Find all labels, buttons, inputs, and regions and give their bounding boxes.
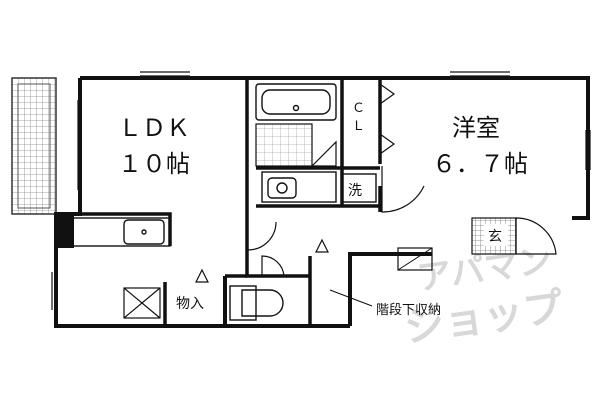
shoe-box-line: [397, 247, 433, 271]
entrance-door: [515, 217, 557, 255]
refrigerator: [56, 214, 74, 248]
closet: [379, 83, 396, 155]
entrance-label: 玄: [488, 228, 502, 245]
closet-label-c: Ｃ: [352, 101, 365, 116]
washer-space: [341, 173, 377, 203]
bathtub: [255, 83, 337, 121]
western-door: [381, 166, 425, 213]
ldk-size: １０帖: [118, 150, 190, 178]
stair-marker: [315, 238, 329, 253]
interior-walls: [56, 78, 382, 326]
toilet-door: [261, 255, 285, 277]
storage-label: 物入: [176, 296, 204, 312]
leader-line: [329, 289, 373, 307]
bath-floor-tile: [255, 123, 313, 167]
toilet: [229, 285, 284, 321]
storage-door-marker: [195, 268, 209, 283]
western-name: 洋室: [452, 114, 500, 142]
closet-label-l: Ｌ: [352, 119, 365, 134]
understair-storage-label: 階段下収納: [376, 303, 441, 318]
hall-door: [247, 221, 277, 251]
windows: [51, 71, 591, 310]
entrance-label-box: [484, 224, 508, 246]
western-size: ６．７帖: [432, 150, 528, 178]
washbasin: [261, 171, 337, 203]
kitchen-counter: [69, 217, 171, 247]
bath-door: [310, 140, 337, 167]
washer-label: 洗: [348, 183, 362, 199]
storage-cabinet: [123, 287, 161, 319]
shoe-box: [397, 247, 433, 271]
ldk-name: ＬＤＫ: [118, 114, 190, 142]
watermark: アパマン ショップ: [401, 240, 566, 352]
balcony: [11, 77, 57, 215]
